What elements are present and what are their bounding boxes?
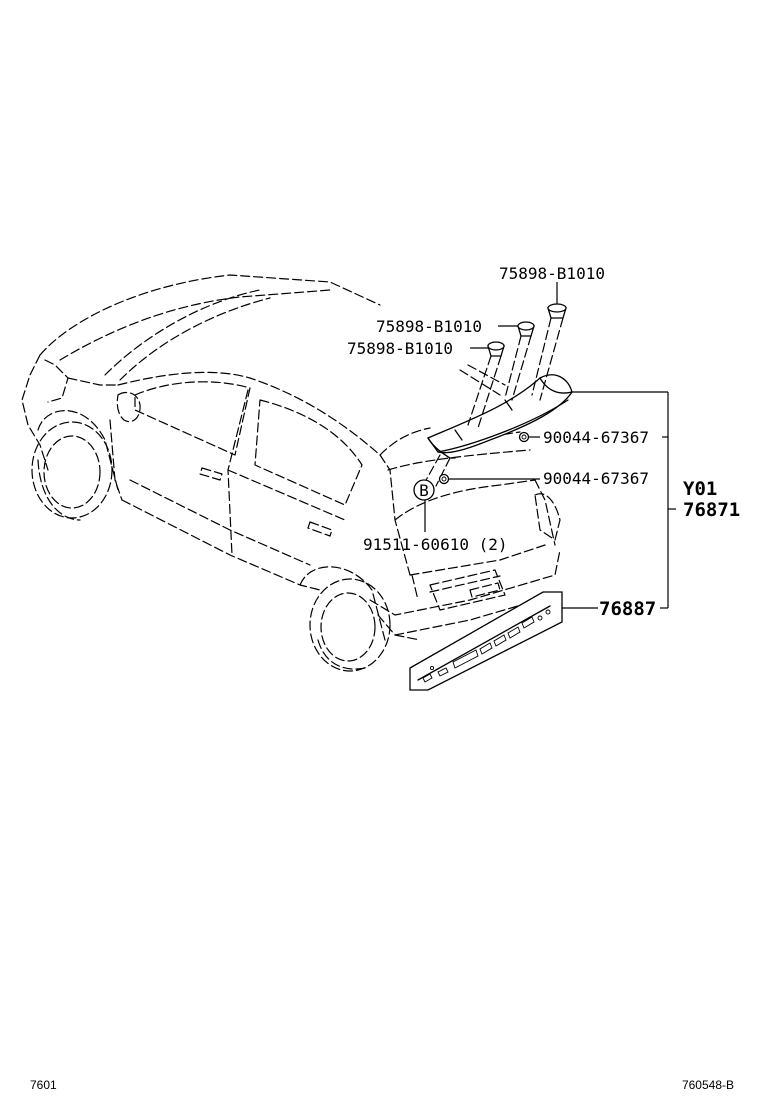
callout-clip-lower: 75898-B1010 [347, 339, 453, 358]
callout-nut-upper: 90044-67367 [543, 428, 649, 447]
reference-b-label: B [419, 481, 429, 500]
callout-spoiler: 76871 [683, 499, 740, 521]
nut-upper [518, 431, 530, 443]
clip-top [547, 303, 567, 319]
callout-nut-lower: 90044-67367 [543, 469, 649, 488]
footer-figure-code: 760548-B [682, 1078, 734, 1092]
callout-clip-middle: 75898-B1010 [376, 317, 482, 336]
emblem-plate [409, 591, 563, 691]
reference-b-marker: B [413, 479, 435, 501]
footer-page-code: 7601 [30, 1078, 57, 1092]
rear-spoiler [427, 374, 573, 459]
callout-emblem: 76887 [599, 598, 656, 620]
callout-clip-top: 75898-B1010 [499, 264, 605, 283]
callout-group-code: Y01 [683, 478, 717, 500]
clip-middle [517, 321, 535, 337]
nut-lower [438, 473, 450, 485]
clip-lower [487, 341, 505, 357]
callout-screw: 91511-60610 (2) [363, 535, 508, 554]
clip-mount-lines [424, 317, 564, 487]
car-body-outline [21, 274, 561, 672]
leader-lines [424, 282, 676, 609]
